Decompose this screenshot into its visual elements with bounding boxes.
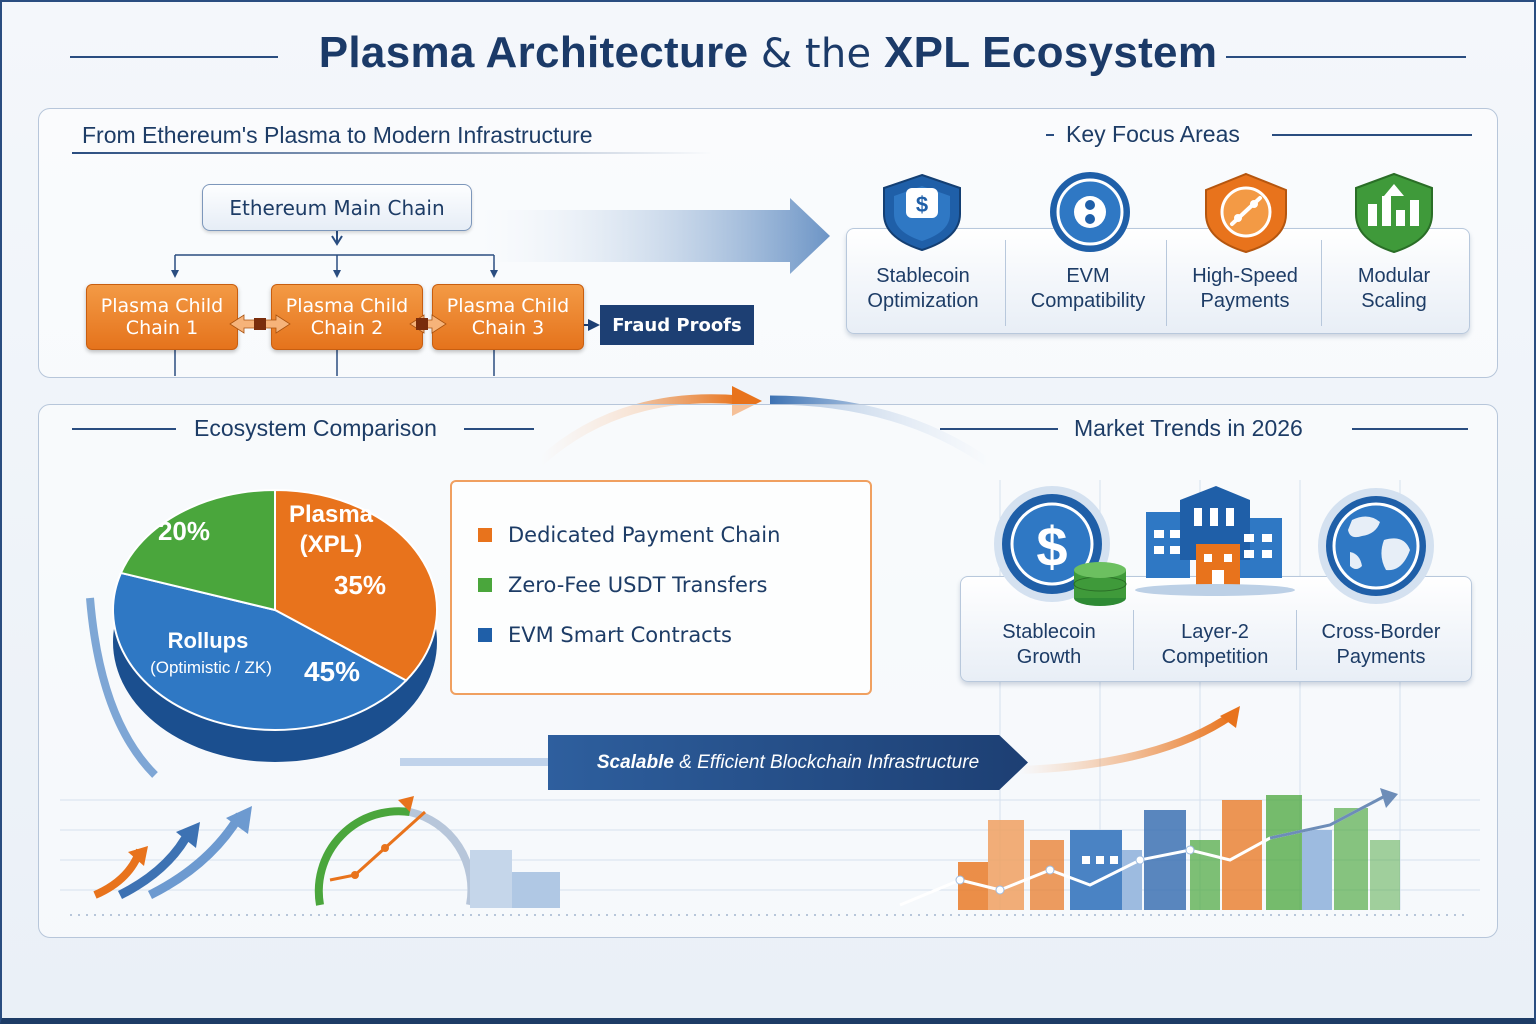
focus-label-stablecoin-line1: Stablecoin xyxy=(876,265,970,287)
speed-shield-icon xyxy=(1205,172,1287,254)
pie-slices xyxy=(112,488,438,731)
pie-slice-0 xyxy=(274,488,438,682)
title-part-3: XPL Ecosystem xyxy=(883,28,1218,77)
focus-heading: Key Focus Areas xyxy=(1066,121,1240,147)
focus-sep-3 xyxy=(1321,240,1322,326)
trend-label-stablecoin: Stablecoin Growth xyxy=(966,620,1132,670)
pie-value-rollups: 45% xyxy=(303,656,361,687)
plasma-child-chain-3: Plasma Child Chain 3 xyxy=(432,284,584,350)
title-rule-left xyxy=(70,56,278,58)
pie-value-other: 20% xyxy=(157,516,211,546)
legend-text-evm-contracts: EVM Smart Contracts xyxy=(508,623,732,647)
comparison-heading: Ecosystem Comparison xyxy=(194,415,437,441)
trends-sep-2 xyxy=(1296,610,1297,670)
blocks-shield-icon xyxy=(1355,172,1433,254)
pie-label-plasma-name: Plasma xyxy=(288,501,374,528)
pie-slice-2 xyxy=(119,488,276,612)
comparison-legend xyxy=(450,480,872,695)
dollar-shield-icon: $ xyxy=(883,173,961,252)
trend-label-cross-border-line2: Payments xyxy=(1336,646,1426,668)
legend-swatch-blue xyxy=(478,628,492,642)
legend-item-evm-contracts: EVM Smart Contracts xyxy=(478,623,732,647)
legend-swatch-orange xyxy=(478,528,492,542)
focus-label-modular-line2: Scaling xyxy=(1361,290,1427,312)
pie-label-rollups: Rollups xyxy=(167,628,249,653)
banner-text: & Efficient Blockchain Infrastructure xyxy=(679,751,980,773)
title-ampersand: & xyxy=(760,31,793,77)
svg-text:$: $ xyxy=(1036,515,1067,578)
legend-text-payment-chain: Dedicated Payment Chain xyxy=(508,523,781,547)
legend-item-zero-fee: Zero-Fee USDT Transfers xyxy=(478,573,768,597)
globe-icon xyxy=(1318,488,1434,604)
page-title: Plasma Architecture & the XPL Ecosystem xyxy=(0,28,1536,78)
title-part-2: the xyxy=(804,31,872,77)
focus-label-modular-line1: Modular xyxy=(1357,265,1431,287)
title-part-1: Plasma Architecture xyxy=(318,28,749,77)
focus-label-stablecoin-line2: Optimization xyxy=(867,290,979,312)
trend-label-stablecoin-line1: Stablecoin xyxy=(1002,621,1096,643)
focus-label-speed-line2: Payments xyxy=(1200,290,1290,312)
pie-label-rollups-sub: (Optimistic / ZK) xyxy=(150,658,272,677)
comparison-rule-right xyxy=(464,428,534,430)
trends-rule-right xyxy=(1352,428,1468,430)
focus-heading-rule-left xyxy=(1046,134,1054,136)
focus-sep-1 xyxy=(1005,240,1006,326)
plasma-child-chain-1: Plasma Child Chain 1 xyxy=(86,284,238,350)
trend-label-cross-border: Cross-Border Payments xyxy=(1298,620,1464,670)
buildings-icon xyxy=(1135,486,1295,596)
focus-label-speed-line1: High-Speed xyxy=(1192,265,1298,287)
focus-label-evm: EVM Compatibility xyxy=(1010,264,1166,314)
comparison-rule-left xyxy=(72,428,176,430)
dollar-coins-icon: $ xyxy=(994,486,1127,606)
fraud-proofs-box: Fraud Proofs xyxy=(600,305,754,345)
legend-swatch-green xyxy=(478,578,492,592)
pie-label-plasma-sub: (XPL) xyxy=(299,531,363,558)
plasma-child-chain-2: Plasma Child Chain 2 xyxy=(271,284,423,350)
focus-label-stablecoin: Stablecoin Optimization xyxy=(848,264,998,314)
architecture-heading: From Ethereum's Plasma to Modern Infrast… xyxy=(82,122,593,148)
banner-bold-text: Scalable xyxy=(596,751,674,773)
legend-text-zero-fee: Zero-Fee USDT Transfers xyxy=(508,573,768,597)
trend-label-layer2: Layer-2 Competition xyxy=(1136,620,1294,670)
pie-slice-1 xyxy=(112,571,408,731)
focus-label-speed: High-Speed Payments xyxy=(1170,264,1320,314)
focus-label-evm-line1: EVM xyxy=(1066,265,1110,287)
title-rule-right xyxy=(1226,56,1466,58)
legend-item-payment-chain: Dedicated Payment Chain xyxy=(478,523,780,547)
pie-value-plasma: 35% xyxy=(333,570,387,600)
svg-text:$: $ xyxy=(916,192,928,217)
ethereum-main-chain: Ethereum Main Chain xyxy=(202,184,472,231)
architecture-heading-rule xyxy=(72,152,712,154)
trends-rule-left xyxy=(940,428,1058,430)
focus-label-modular: Modular Scaling xyxy=(1322,264,1466,314)
trends-heading: Market Trends in 2026 xyxy=(1074,415,1303,441)
trend-label-cross-border-line1: Cross-Border xyxy=(1321,621,1441,643)
focus-heading-rule-right xyxy=(1272,134,1472,136)
trend-label-layer2-line1: Layer-2 xyxy=(1181,621,1249,643)
focus-tray xyxy=(846,228,1470,334)
trend-label-layer2-line2: Competition xyxy=(1161,646,1269,668)
focus-label-evm-line2: Compatibility xyxy=(1030,290,1146,312)
evm-coin-icon xyxy=(1050,172,1130,252)
focus-sep-2 xyxy=(1166,240,1167,326)
trend-label-stablecoin-line2: Growth xyxy=(1016,646,1082,668)
infrastructure-banner: Scalable & Efficient Blockchain Infrastr… xyxy=(548,735,1028,790)
pie-label-plasma: Plasma (XPL) xyxy=(276,500,386,560)
trends-sep-1 xyxy=(1133,610,1134,670)
